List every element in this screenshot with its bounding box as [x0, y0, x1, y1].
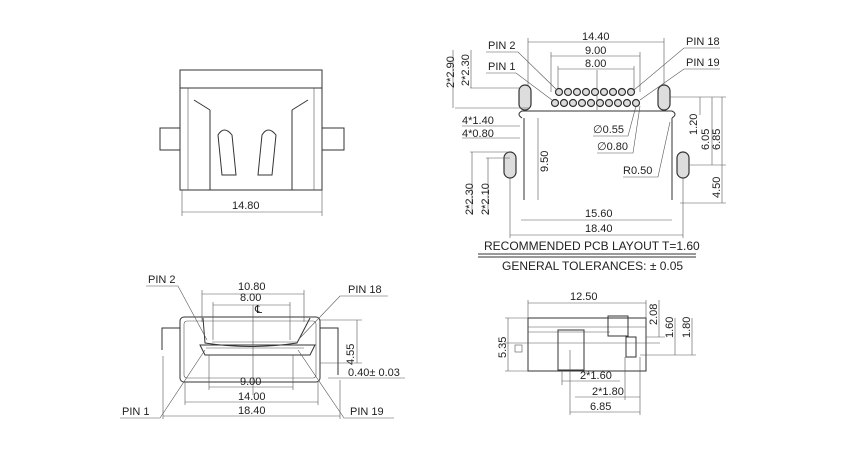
dim-8-00: 8.00 — [240, 292, 261, 304]
dim-15-60: 15.60 — [585, 208, 613, 220]
dia-0-80: ∅0.80 — [597, 141, 628, 153]
dim-6-85: 6.85 — [590, 401, 611, 413]
dim-5-35: 5.35 — [497, 337, 509, 358]
dim-2x2-30: 2*2.30 — [464, 183, 476, 215]
dim-4x0-80: 4*0.80 — [462, 128, 494, 140]
r-0-50: R0.50 — [623, 165, 652, 177]
top-view: 14.80 — [159, 69, 345, 216]
dim-2x2-90: 2*2.90 — [445, 56, 457, 88]
dim-2x1-80: 2*1.80 — [592, 386, 624, 398]
dim-0-40: 0.40± 0.03 — [348, 367, 400, 379]
dim-2x1-60: 2*1.60 — [580, 370, 612, 382]
dim-2x2-10: 2*2.10 — [480, 183, 492, 215]
pcb-layout: 2*2.90 2*2.30 PIN 2 PIN 1 PIN 18 PIN 19 … — [445, 31, 726, 273]
general-tolerances: GENERAL TOLERANCES: ± 0.05 — [502, 259, 683, 273]
front-view: 10.80 8.00 ℄ 4.55 0.40± 0.03 9.00 14.00 … — [120, 274, 405, 419]
pin18-label: PIN 18 — [348, 284, 382, 296]
dim-6-85: 6.85 — [711, 129, 723, 150]
dim-14-00: 14.00 — [238, 391, 266, 403]
dim-9-00: 9.00 — [585, 45, 606, 57]
pin-row-bottom — [550, 98, 641, 108]
dim-18-40: 18.40 — [238, 405, 266, 417]
pin1-label: PIN 1 — [488, 61, 516, 73]
side-view: 12.50 5.35 2.08 1.60 1.80 2*1.60 2*1.80 … — [497, 291, 696, 415]
pin19-label: PIN 19 — [686, 57, 720, 69]
dim-2x2-30-top: 2*2.30 — [460, 54, 472, 86]
dim-8-00: 8.00 — [585, 58, 606, 70]
dim-18-40: 18.40 — [585, 223, 613, 235]
dim-12-50: 12.50 — [570, 291, 598, 303]
pin-row-top — [554, 87, 636, 97]
dim-1-80: 1.80 — [681, 317, 693, 338]
pin1-label: PIN 1 — [122, 406, 150, 418]
pin2-label: PIN 2 — [148, 274, 176, 286]
dim-2-08: 2.08 — [648, 304, 660, 325]
pcb-layout-title: RECOMMENDED PCB LAYOUT T=1.60 — [484, 239, 700, 253]
dim-4-50: 4.50 — [711, 177, 723, 198]
dim-6-05: 6.05 — [700, 129, 712, 150]
dim-4-55: 4.55 — [345, 344, 357, 365]
dim-1-20: 1.20 — [688, 114, 700, 135]
dim-9-50: 9.50 — [539, 151, 551, 172]
dim-1-60: 1.60 — [664, 317, 676, 338]
pin18-label: PIN 18 — [686, 36, 720, 48]
dim-4x1-40: 4*1.40 — [462, 115, 494, 127]
pin2-label: PIN 2 — [488, 40, 516, 52]
dia-0-55: ∅0.55 — [593, 124, 624, 136]
dim-10-80: 10.80 — [238, 281, 266, 293]
dim-9-00: 9.00 — [240, 376, 261, 388]
centerline-symbol: ℄ — [254, 304, 262, 316]
top-width-dim: 14.80 — [232, 200, 260, 212]
pin19-label: PIN 19 — [350, 406, 384, 418]
dim-14-40: 14.40 — [582, 31, 610, 43]
